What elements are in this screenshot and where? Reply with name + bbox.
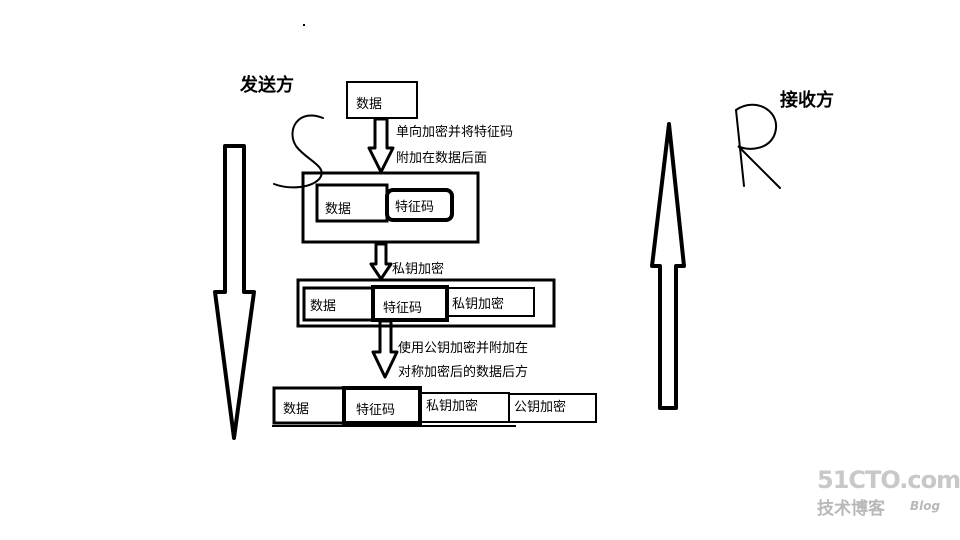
stage3-feature-label: 特征码 (383, 301, 423, 316)
receiver-up-arrow (650, 122, 686, 410)
watermark-blog: Blog (910, 499, 941, 513)
step2-description: 私钥加密 (392, 262, 445, 277)
step1-description-line2: 附加在数据后面 (396, 151, 488, 166)
stage2-feature-label: 特征码 (395, 200, 435, 215)
stage3-private-key-box (446, 287, 535, 317)
stage2-feature-box (385, 188, 454, 222)
stage4-public-key-box (508, 393, 597, 423)
stage2-data-label: 数据 (325, 202, 352, 217)
receiver-title: 接收方 (780, 90, 834, 111)
sender-title: 发送方 (240, 75, 294, 96)
watermark-subtitle: 技术博客 (817, 499, 885, 519)
step3-description-line2: 对称加密后的数据后方 (398, 365, 529, 380)
handwritten-r-scribble (734, 103, 781, 189)
stage3-data-label: 数据 (310, 299, 337, 314)
stage4-public-key-label: 公钥加密 (514, 400, 567, 415)
stage3-private-key-label: 私钥加密 (452, 297, 505, 312)
stage4-private-key-label: 私钥加密 (426, 399, 479, 414)
stage1-data-box (346, 81, 418, 119)
step3-description-line1: 使用公钥加密并附加在 (398, 341, 529, 356)
stage4-small-mark (354, 424, 366, 427)
step-arrow-1 (367, 117, 395, 174)
watermark-brand: 51CTO.com (817, 466, 960, 494)
stage2-outer-box (301, 171, 480, 244)
stage4-feature-label: 特征码 (356, 403, 396, 418)
step1-description-line1: 单向加密并将特征码 (396, 125, 514, 140)
stage4-data-label: 数据 (283, 402, 310, 417)
handwritten-s-scribble (273, 114, 324, 189)
step-arrow-2 (369, 242, 393, 281)
sender-down-arrow (213, 144, 256, 440)
stage1-data-label: 数据 (356, 97, 383, 112)
stage3-outer-box (296, 278, 556, 328)
stray-dot (303, 24, 305, 26)
step-arrow-3 (371, 319, 399, 379)
